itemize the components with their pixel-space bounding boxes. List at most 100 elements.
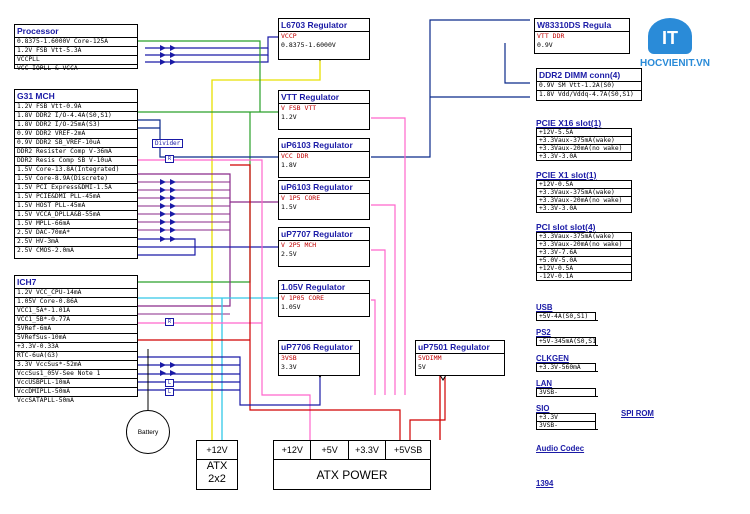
peripheral-title: SIO: [536, 404, 550, 413]
slot-title: PCI slot slot(4): [536, 222, 596, 232]
inductor-1: L: [165, 379, 175, 387]
mch-row: DDR2 Resis Comp SB V-10uA: [15, 156, 137, 165]
slot-row: -12V-0.1A: [536, 272, 632, 280]
regulator-voltage: 3.3V: [281, 362, 297, 371]
peripheral-row: 3VSB-: [536, 421, 596, 429]
peripheral-title: CLKGEN: [536, 354, 569, 363]
peripheral-title: USB: [536, 303, 553, 312]
regulator-voltage: 5V: [418, 362, 426, 371]
regulator-voltage: 1.05V: [281, 302, 301, 311]
atx-2x2-connector: +12V ATX 2x2: [196, 440, 238, 490]
slot-row: +3.3Vaux-20mA(no wake): [536, 196, 632, 204]
regulator-title: uP6103 Regulator: [279, 139, 369, 152]
atx-pin-12v: +12V: [274, 441, 312, 459]
atx-power-label: ATX POWER: [316, 468, 388, 482]
mch-row: 1.5V VCCA_DPLLA&B-55mA: [15, 210, 137, 219]
inductor-2: L: [165, 388, 175, 396]
peripheral-row: +3.3V: [536, 413, 596, 421]
slot-row: +12V-0.5A: [536, 264, 632, 272]
mch-row: 1.2V FSB Vtt-0.9A: [15, 102, 137, 111]
peripheral-row: +3.3V-560mA: [536, 363, 596, 371]
peripheral-title: PS2: [536, 328, 551, 337]
peripheral-block: CLKGEN+3.3V-560mA: [536, 354, 598, 372]
processor-title: Processor: [17, 26, 59, 36]
processor-row: VCCPLL: [15, 55, 137, 64]
processor-row: 0.8375-1.6000V Core-125A: [15, 37, 137, 46]
mch-row: 1.5V PCIE&DMI PLL-45mA: [15, 192, 137, 201]
slot-row: +3.3V-3.0A: [536, 152, 632, 160]
peripheral-title: Audio Codec: [536, 444, 585, 453]
peripheral-row: 3VSB-: [536, 388, 596, 396]
peripheral-row: +5V-345mA(S0,S1): [536, 337, 596, 345]
regulator-output: 5VDIMM: [418, 354, 442, 362]
regulator-title: VTT Regulator: [279, 91, 369, 104]
slot-row: +12V-0.5A: [536, 180, 632, 188]
regulator-output: VTT DDR: [537, 32, 565, 40]
logo: IT HOCVIENIT.VN: [640, 18, 740, 78]
slot-row: +3.3Vaux-375mA(wake): [536, 232, 632, 240]
ich-row: 3.3V VccSus*-52mA: [15, 360, 137, 369]
peripheral-block: PS2+5V-345mA(S0,S1): [536, 328, 598, 346]
slot-title: PCIE X16 slot(1): [536, 118, 602, 128]
regulator-voltage: 1.5V: [281, 202, 297, 211]
ich-row: 5VRefSus-10mA: [15, 333, 137, 342]
ich-row: RTC-6uA(G3): [15, 351, 137, 360]
regulator-output: V 1P5 CORE: [281, 194, 321, 202]
peripheral-title: 1394: [536, 479, 554, 488]
peripheral-row: +5V-4A(S0,S1): [536, 312, 596, 320]
slot-row: +5.0V-5.0A: [536, 256, 632, 264]
atx-pin-5v: +5V: [311, 441, 349, 459]
processor-row: VCC-IOPLL & VCCA: [15, 64, 137, 73]
regulator-output: V 2P5 MCH: [281, 241, 317, 249]
atx2x2-label1: ATX: [206, 460, 228, 472]
mch-row: 1.5V HOST PLL-45mA: [15, 201, 137, 210]
peripheral-title: LAN: [536, 379, 553, 388]
regulator-output: V 1P05 CORE: [281, 294, 325, 302]
ich-row: VccUSBPLL-10mA: [15, 378, 137, 387]
slot-title: PCIE X1 slot(1): [536, 170, 597, 180]
logo-text: HOCVIENIT.VN: [640, 58, 711, 69]
regulator-output: 3VSB: [281, 354, 297, 362]
battery-icon: Battery: [126, 410, 170, 454]
regulator-title: W83310DS Regula: [535, 19, 629, 32]
ich-row: VCC1_5A*-1.01A: [15, 306, 137, 315]
peripheral-block: Audio Codec: [536, 444, 584, 453]
mch-row: 0.9V DDR2 SB_VREF-10uA: [15, 138, 137, 147]
ich-row: VccSus1_05V-See Note 1: [15, 369, 137, 378]
regulator-title: uP6103 Regulator: [279, 181, 369, 194]
ich-row: VccDMIPLL-50mA: [15, 387, 137, 396]
atx-pin-5vsb: +5VSB: [393, 445, 423, 455]
slot-row: +3.3Vaux-20mA(no wake): [536, 240, 632, 248]
atx2x2-label2: 2x2: [208, 473, 226, 485]
resistor-ich: R: [165, 318, 175, 326]
mch-row: 1.5V MPLL-66mA: [15, 219, 137, 228]
mch-row: 1.5V PCI Express&DMI-1.5A: [15, 183, 137, 192]
regulator-voltage: 1.8V: [281, 160, 297, 169]
mch-row: 1.5V Core-13.8A(Integrated): [15, 165, 137, 174]
atx-power-connector: +12V +5V +3.3V +5VSB ATX POWER: [273, 440, 431, 490]
regulator-title: L6703 Regulator: [279, 19, 369, 32]
logo-mark-icon: IT: [648, 18, 692, 54]
regulator-voltage: 2.5V: [281, 249, 297, 258]
divider-label: Divider: [152, 139, 184, 148]
atx-pin-3v3: +3.3V: [349, 441, 387, 459]
processor-row: 1.2V FSB Vtt-5.3A: [15, 46, 137, 55]
mch-row: 2.5V HV-3mA: [15, 237, 137, 246]
mch-row: 0.9V DDR2 VREF-2mA: [15, 129, 137, 138]
slot-row: +3.3Vaux-20mA(no wake): [536, 144, 632, 152]
regulator-output: VCC DDR: [281, 152, 309, 160]
slot-row: +3.3Vaux-375mA(wake): [536, 136, 632, 144]
